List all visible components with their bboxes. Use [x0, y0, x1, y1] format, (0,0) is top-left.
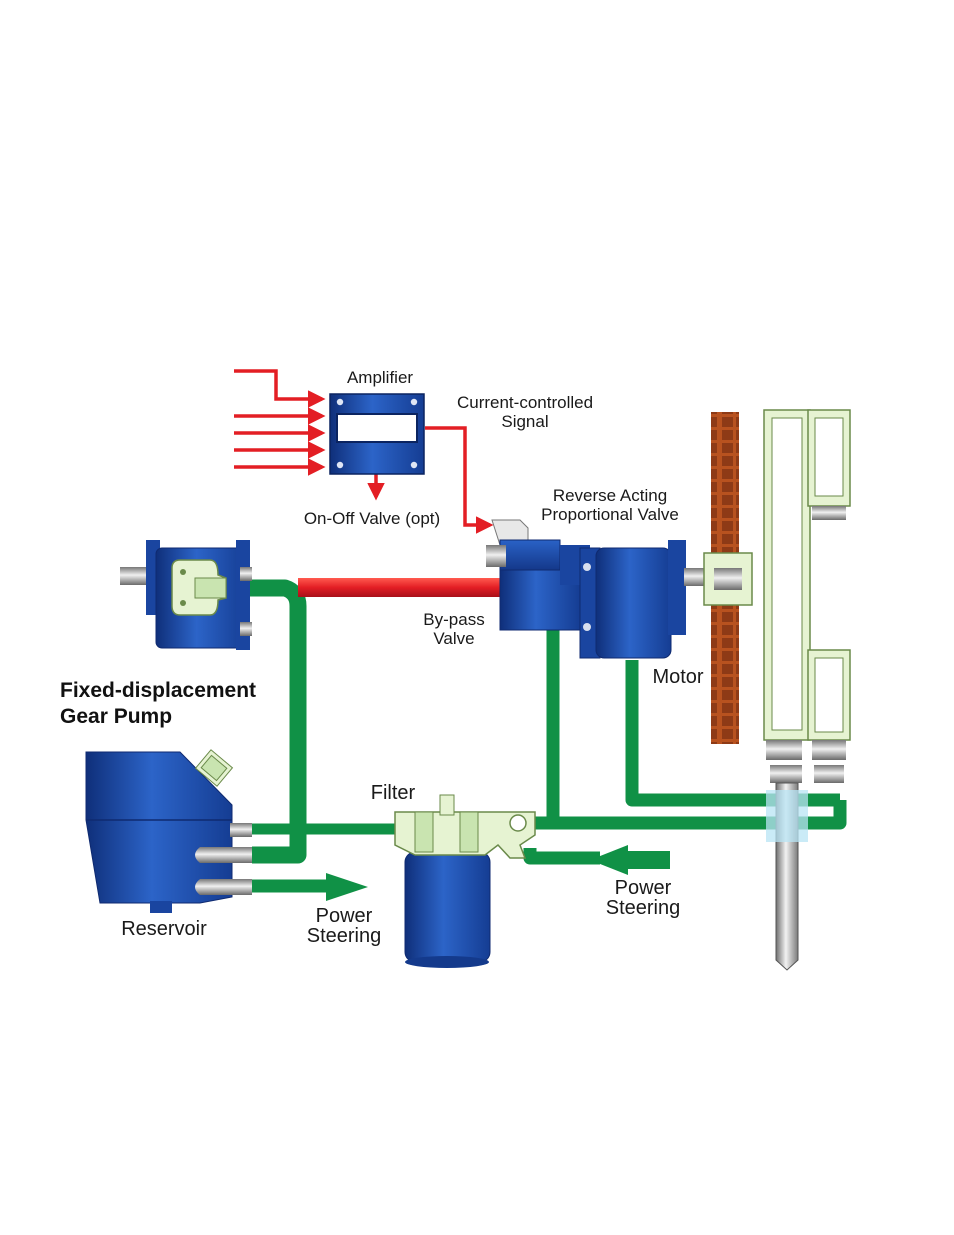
power-steering-left-line-2: Steering: [298, 926, 390, 946]
amplifier-box: [330, 394, 424, 474]
reverse-valve-label-line-2: Proportional Valve: [532, 505, 688, 524]
pump-title: Fixed-displacement Gear Pump: [60, 678, 256, 730]
bypass-valve-label-line-2: Valve: [412, 629, 496, 648]
power-steering-right-label: Power Steering: [596, 878, 690, 918]
bypass-valve-label-line-1: By-pass: [412, 610, 496, 629]
power-steering-left-line-1: Power: [298, 906, 390, 926]
pressure-line: [298, 578, 508, 597]
motor-label: Motor: [646, 665, 710, 689]
proportional-valve: [486, 520, 590, 630]
drive-gear: [704, 412, 752, 744]
power-steering-right-line-1: Power: [596, 878, 690, 898]
pump-title-line-2: Gear Pump: [60, 704, 256, 730]
gear-pump: [120, 540, 252, 650]
power-steering-right-line-2: Steering: [596, 898, 690, 918]
filter: [395, 795, 535, 968]
reverse-valve-label-line-1: Reverse Acting: [532, 486, 688, 505]
filter-label: Filter: [364, 781, 422, 805]
pump-title-line-1: Fixed-displacement: [60, 678, 256, 704]
motor: [580, 540, 714, 658]
power-steering-left-label: Power Steering: [298, 906, 390, 946]
bypass-valve-label: By-pass Valve: [412, 610, 496, 648]
return-lines: [230, 588, 840, 886]
onoff-valve-label: On-Off Valve (opt): [298, 509, 446, 528]
signal-label: Current-controlled Signal: [445, 393, 605, 431]
signal-label-line-1: Current-controlled: [445, 393, 605, 412]
signal-label-line-2: Signal: [445, 412, 605, 431]
amplifier-label: Amplifier: [333, 368, 427, 387]
reservoir: [86, 750, 252, 913]
reverse-valve-label: Reverse Acting Proportional Valve: [532, 486, 688, 524]
reservoir-label: Reservoir: [114, 917, 214, 941]
steering-cylinder: [764, 410, 850, 970]
